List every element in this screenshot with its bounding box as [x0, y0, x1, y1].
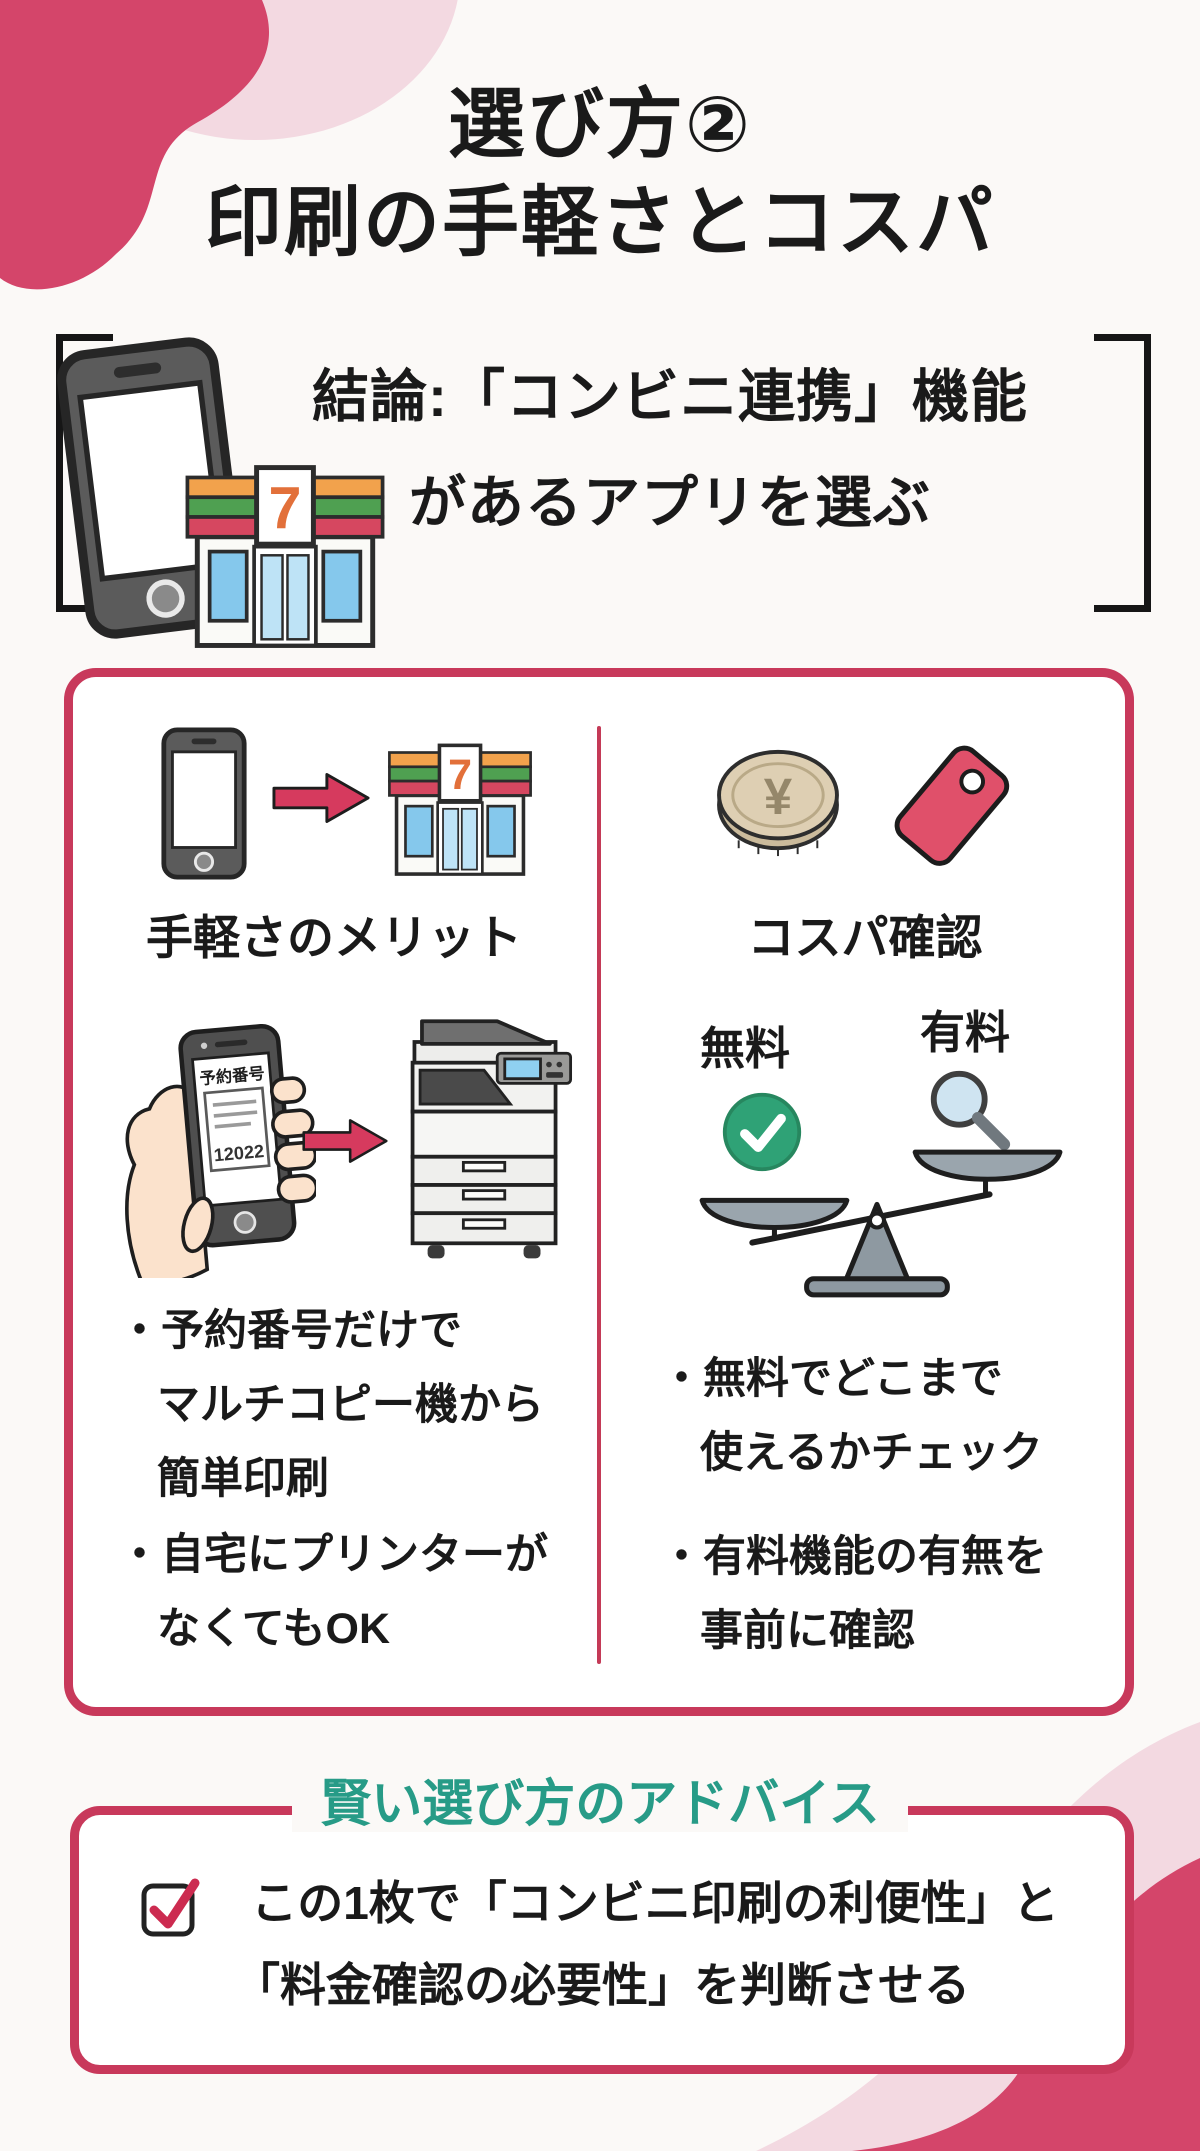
right-column-heading: コスパ確認 [747, 911, 983, 964]
conclusion-line2: があるアプリを選ぶ [409, 471, 931, 535]
price-tag-icon [894, 745, 1010, 866]
bullet-line: ・有料機能の有無を [660, 1533, 1047, 1581]
page-title-line2: 印刷の手軽さとコスパ [205, 180, 995, 266]
store-sign-7: 7 [269, 474, 302, 541]
magnifier-icon [930, 1070, 1011, 1151]
smartphone-icon [161, 727, 247, 880]
free-label: 無料 [700, 1023, 791, 1074]
paid-label: 有料 [920, 1007, 1011, 1058]
advice-heading: 賢い選び方のアドバイス [292, 1775, 908, 1833]
check-circle-icon [722, 1092, 802, 1172]
arrow-right-icon [272, 773, 370, 823]
conclusion-line1: 結論:「コンビニ連携」機能 [312, 365, 1028, 429]
checkbox-checked-icon [141, 1878, 200, 1937]
phone-screen-number: 12022 [213, 1141, 265, 1165]
bullet-line: ・予約番号だけで [118, 1307, 462, 1355]
yen-symbol: ¥ [764, 768, 793, 825]
left-column-heading: 手軽さのメリット [146, 911, 522, 964]
bullet-line: 簡単印刷 [157, 1455, 329, 1503]
bullet-line: なくてもOK [157, 1605, 391, 1653]
bullet-line: ・自宅にプリンターが [118, 1531, 548, 1579]
convenience-store-icon: 7 [185, 465, 385, 648]
bullet-line: ・無料でどこまで [660, 1355, 1003, 1403]
advice-card [70, 1806, 1134, 2074]
arrow-right-icon [302, 1119, 388, 1163]
page-title-line1: 選び方② [447, 82, 753, 168]
convenience-store-icon: 7 [388, 743, 532, 876]
balance-scale-icon [699, 1149, 1063, 1298]
multifunction-copier-icon [410, 1019, 573, 1259]
hand-holding-phone-icon: 予約番号 12022 [125, 1023, 316, 1278]
column-divider [597, 726, 601, 1664]
advice-line1: この1枚で「コンビニ印刷の利便性」と [251, 1877, 1059, 1929]
advice-heading-wrap: 賢い選び方のアドバイス [0, 1775, 1200, 1833]
left-bracket [56, 334, 113, 612]
store-sign-7: 7 [448, 751, 472, 799]
bullet-line: 使えるかチェック [700, 1429, 1043, 1477]
right-bracket [1094, 334, 1151, 612]
bullet-line: 事前に確認 [700, 1607, 915, 1655]
bullet-line: マルチコピー機から [157, 1381, 544, 1429]
yen-coin-icon: ¥ [717, 749, 839, 857]
advice-line2: 「料金確認の必要性」を判断させる [234, 1959, 970, 2011]
